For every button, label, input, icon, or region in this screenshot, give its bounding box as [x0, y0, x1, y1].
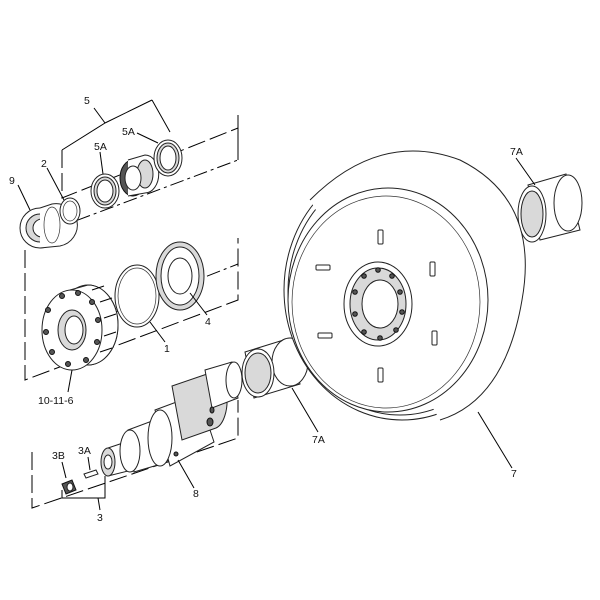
label-1: 1: [164, 343, 170, 355]
bracket-3: [61, 476, 106, 511]
label-5: 5: [84, 95, 90, 107]
part-3b-nut: [61, 479, 77, 495]
label-9: 9: [9, 175, 15, 187]
group-frame-1-4: [24, 238, 239, 381]
web-slots: [315, 229, 438, 383]
group-frame-3: [31, 400, 239, 509]
part-5a-ring-left: [90, 173, 120, 209]
label-3a: 3A: [78, 445, 91, 457]
label-2: 2: [41, 158, 47, 170]
label-7: 7: [511, 468, 517, 480]
bolt-holes: [43, 290, 101, 367]
part-4-thrust-washer: [155, 241, 205, 311]
part-8-shaft: [100, 361, 243, 477]
callout-labels: 5 5A 5A 9 2 4 1 10-11-6 7A 7A 7 8 3B 3A …: [9, 95, 523, 524]
label-7a-top: 7A: [510, 146, 523, 158]
label-7a-mid: 7A: [312, 434, 325, 446]
label-4: 4: [205, 316, 211, 328]
label-8: 8: [193, 488, 199, 500]
leader-lines: [17, 132, 536, 489]
hub-bolt-holes: [352, 267, 405, 341]
part-5a-ring-right: [153, 139, 183, 177]
label-10-11-6: 10-11-6: [38, 395, 74, 407]
part-1-o-ring: [114, 264, 160, 328]
label-3: 3: [97, 512, 103, 524]
bolts: [91, 285, 117, 353]
part-7-idler-wheel: [283, 150, 526, 421]
part-7a-bushing-top: [517, 173, 583, 243]
part-10-11-6-retainer: [41, 284, 119, 371]
label-5a-top: 5A: [122, 126, 135, 138]
part-5-bearing: [119, 154, 160, 197]
label-5a-mid: 5A: [94, 141, 107, 153]
part-3a-pin: [83, 469, 99, 479]
bracket-5: [61, 99, 171, 151]
label-3b: 3B: [52, 450, 65, 462]
part-2-o-ring: [59, 197, 81, 225]
